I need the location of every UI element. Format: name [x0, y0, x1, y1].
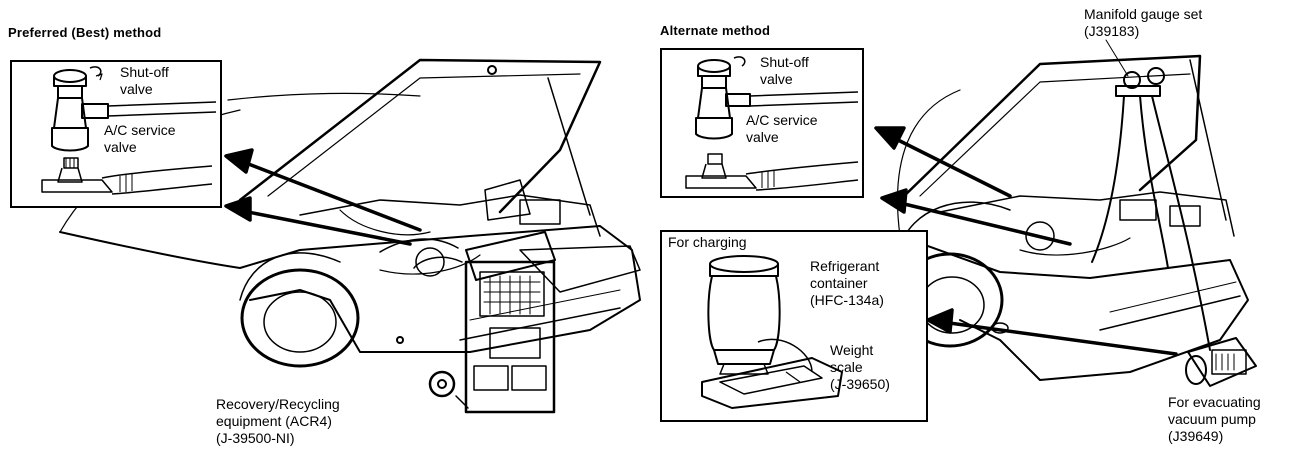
right-arrows — [874, 126, 1178, 356]
right-valve-drawing — [685, 56, 859, 191]
charging-drawing — [701, 255, 843, 409]
manifold-gauge-set — [1091, 39, 1211, 351]
left-service-valve-label: A/C service valve — [104, 122, 176, 155]
vacuum-pump-label: For evacuating vacuum pump (J39649) — [1168, 394, 1261, 444]
for-charging-label: For charging — [668, 234, 747, 250]
right-valve-inset: Shut-off valve A/C service valve — [660, 48, 864, 198]
recovery-recycling-machine — [379, 231, 556, 414]
left-valve-drawing — [41, 66, 217, 195]
right-shutoff-valve-label: Shut-off valve — [760, 54, 809, 87]
recovery-equipment-label: Recovery/Recycling equipment (ACR4) (J-3… — [216, 396, 340, 446]
vacuum-pump — [1185, 337, 1257, 387]
refrigerant-container-label: Refrigerant container (HFC-134a) — [810, 258, 884, 308]
left-valve-inset: Shut-off valve A/C service valve — [10, 60, 222, 208]
weight-scale-label: Weight scale (J-39650) — [830, 342, 890, 392]
right-service-valve-label: A/C service valve — [746, 112, 818, 145]
charging-inset: For charging Refrigerant container (HFC-… — [660, 230, 928, 422]
left-shutoff-valve-label: Shut-off valve — [120, 64, 169, 97]
left-car-illustration — [59, 58, 641, 368]
preferred-method-heading: Preferred (Best) method — [8, 25, 162, 40]
manifold-gauge-set-label: Manifold gauge set (J39183) — [1084, 6, 1203, 39]
alternate-method-heading: Alternate method — [660, 23, 771, 38]
left-arrows — [224, 148, 422, 246]
